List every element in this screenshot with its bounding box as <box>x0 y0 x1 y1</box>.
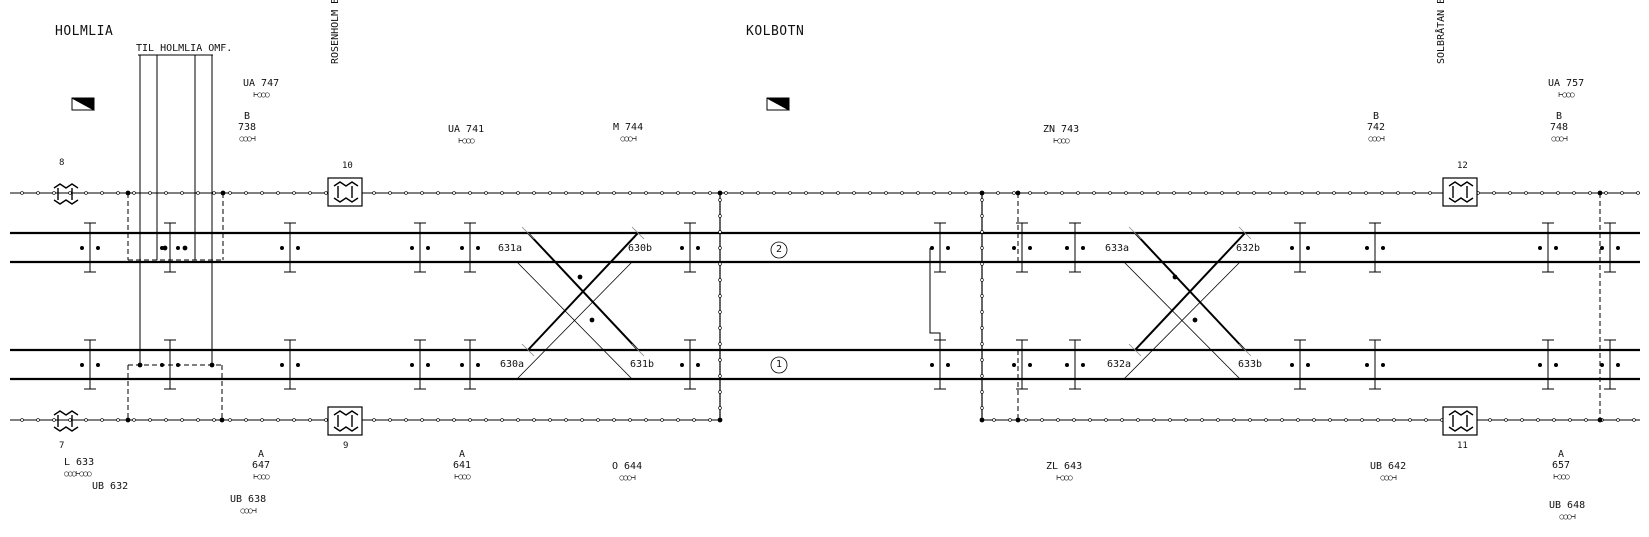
point-label: 631a <box>498 243 523 254</box>
signal-top: M 744○○○⊣ <box>613 122 644 143</box>
signal-bottom: UB 632 <box>92 481 129 492</box>
box-number: 8 <box>59 158 65 168</box>
signal-bottom: UB 638○○○⊣ <box>230 494 267 515</box>
box-number: 12 <box>1457 161 1468 171</box>
rosenholm-label: ROSENHOLM B <box>330 0 341 64</box>
point-label: 630a <box>500 359 525 370</box>
signal-bottom: L 633○○○⊢○○○ <box>64 457 95 478</box>
signal-bottom: UB 642○○○⊣ <box>1370 461 1407 482</box>
box-number: 7 <box>59 441 65 451</box>
box-number: 10 <box>342 161 353 171</box>
solbraten-label: SOLBRÅTAN BR <box>1436 0 1447 64</box>
point-label: 632a <box>1107 359 1132 370</box>
signal-top: UA 757⊢○○○ <box>1548 78 1585 99</box>
signal-bottom: O 644○○○⊣ <box>612 461 643 482</box>
station-kolbotn: KOLBOTN <box>746 24 805 39</box>
box-number: 11 <box>1457 441 1468 451</box>
point-label: 631b <box>630 359 655 370</box>
signal-top: UA 747⊢○○○ <box>243 78 280 99</box>
point-label: 633b <box>1238 359 1263 370</box>
signal-top: UA 741⊢○○○ <box>448 124 485 145</box>
signal-top: ZN 743⊢○○○ <box>1043 124 1080 145</box>
point-label: 630b <box>628 243 653 254</box>
point-label: 632b <box>1236 243 1261 254</box>
til-holmlia-label: TIL HOLMLIA OMF. <box>136 43 233 54</box>
station-holmlia: HOLMLIA <box>55 24 114 39</box>
point-label: 633a <box>1105 243 1130 254</box>
signal-bottom: UB 648○○○⊣ <box>1549 500 1586 521</box>
track-number-2: 2 <box>775 244 783 255</box>
box-number: 9 <box>343 441 349 451</box>
track-number-1: 1 <box>775 359 783 370</box>
signal-bottom: ZL 643⊢○○○ <box>1046 461 1083 482</box>
